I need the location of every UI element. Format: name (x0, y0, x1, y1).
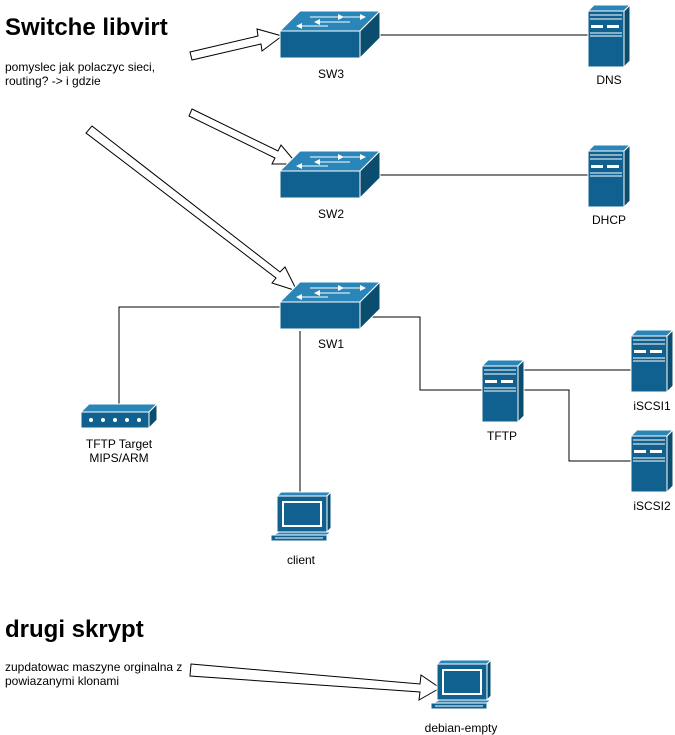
workstation-icon (430, 659, 492, 710)
server-tower-icon (630, 429, 674, 493)
connections (118, 34, 632, 492)
label-iscsi2: iSCSI2 (633, 499, 671, 513)
arrow-script-to-debian (189, 663, 441, 701)
arrows (85, 28, 441, 701)
link-sw1-tftp (358, 316, 482, 391)
network-switch-icon (279, 150, 381, 199)
label-sw1: SW1 (317, 337, 345, 351)
link-sw1-tftp-target (118, 306, 282, 405)
server-tower-icon (481, 359, 525, 423)
label-tftp: TFTP (487, 429, 517, 443)
modem-icon (80, 403, 158, 429)
label-dhcp: DHCP (591, 213, 627, 227)
server-tower-icon (587, 4, 631, 68)
network-switch-icon (279, 281, 381, 330)
arrow-note-to-sw2 (188, 108, 299, 165)
server-tower-icon (630, 329, 674, 393)
libvirt-title: Switche libvirt (5, 14, 168, 41)
workstation-icon (270, 491, 332, 542)
libvirt-note: pomyslec jak polaczyc sieci, routing? ->… (5, 60, 156, 88)
server-tower-icon (587, 144, 631, 208)
script-title: drugi skrypt (5, 616, 144, 643)
label-debian-empty: debian-empty (424, 721, 498, 735)
script-note: zupdatowac maszyne orginalna z powiazany… (5, 660, 183, 688)
label-sw3: SW3 (317, 67, 345, 81)
label-client: client (286, 553, 316, 567)
network-switch-icon (279, 10, 381, 59)
label-tftp-target: TFTP Target MIPS/ARM (85, 437, 153, 465)
arrow-note-to-sw1 (85, 125, 298, 292)
label-dns: DNS (596, 73, 622, 87)
link-tftp-iscsi2 (522, 389, 632, 462)
label-iscsi1: iSCSI1 (633, 399, 671, 413)
label-sw2: SW2 (317, 207, 345, 221)
arrow-title-to-sw3 (189, 28, 284, 61)
